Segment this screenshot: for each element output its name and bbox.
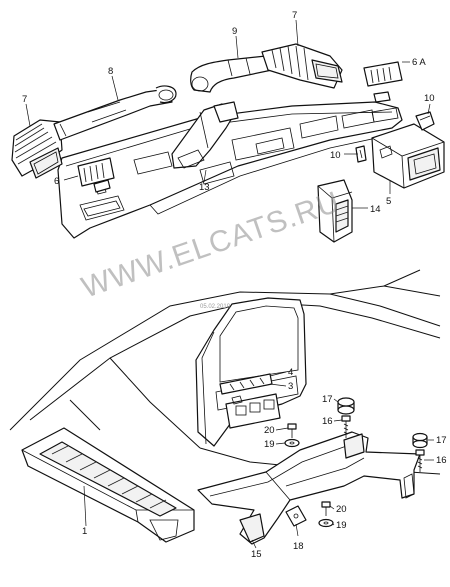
rear-floor-duct-15	[197, 431, 421, 545]
clip-10-upper	[415, 111, 435, 131]
connecting-hose-9	[190, 55, 273, 93]
callout-3: 3	[288, 381, 293, 392]
washer-19-left	[284, 438, 300, 448]
callout-6a: 6 A	[412, 57, 426, 68]
callout-15: 15	[251, 549, 262, 560]
vent-unit-14	[317, 179, 353, 243]
callout-7-left: 7	[22, 94, 27, 105]
center-duct-13	[171, 101, 239, 169]
door-switch-panel	[219, 373, 281, 429]
vent-grille-6	[77, 157, 115, 193]
air-nozzle-left-7	[11, 119, 63, 179]
callout-5: 5	[386, 196, 391, 207]
bolt-20-left	[287, 423, 297, 438]
floor-sill-panel-1	[21, 427, 195, 543]
grommet-17-right	[412, 432, 428, 449]
callout-16-right: 16	[436, 455, 447, 466]
callout-10-lower: 10	[330, 150, 341, 161]
bolt-20-right	[321, 501, 331, 516]
callout-17-left: 17	[322, 394, 333, 405]
callout-19-left: 19	[264, 439, 275, 450]
callout-13: 13	[199, 182, 210, 193]
callout-16-left: 16	[322, 416, 333, 427]
vent-grille-6a	[363, 61, 403, 103]
callout-1: 1	[82, 526, 87, 537]
air-nozzle-right-7	[261, 43, 343, 89]
air-duct-hose-8	[53, 85, 177, 141]
clip-10-lower	[355, 145, 367, 163]
watermark-date: 05.02.2010	[200, 304, 231, 310]
callout-7-right: 7	[292, 10, 297, 21]
leader-lines-lower	[83, 371, 434, 549]
bracket-18	[285, 505, 307, 527]
grommet-17-left	[337, 397, 355, 415]
callout-8: 8	[108, 66, 113, 77]
leader-lines-upper	[25, 19, 431, 209]
screw-16-right	[415, 449, 425, 472]
callout-14: 14	[370, 204, 381, 215]
callout-19-right: 19	[336, 520, 347, 531]
callout-labels: 9 7 8 7 6 A 10 10 6 13 14 5 4 3 17 16 20…	[22, 10, 447, 560]
callout-20-left: 20	[264, 425, 275, 436]
callout-17-right: 17	[436, 435, 447, 446]
callout-18: 18	[293, 541, 304, 552]
vent-housing-5	[371, 123, 445, 189]
callout-9: 9	[232, 26, 237, 37]
callout-6: 6	[54, 176, 59, 187]
callout-10-upper: 10	[424, 93, 435, 104]
screw-16-left	[341, 415, 351, 438]
washer-19-right	[318, 518, 334, 528]
callout-20-right: 20	[336, 504, 347, 515]
callout-4: 4	[288, 367, 293, 378]
rear-door	[195, 297, 307, 447]
